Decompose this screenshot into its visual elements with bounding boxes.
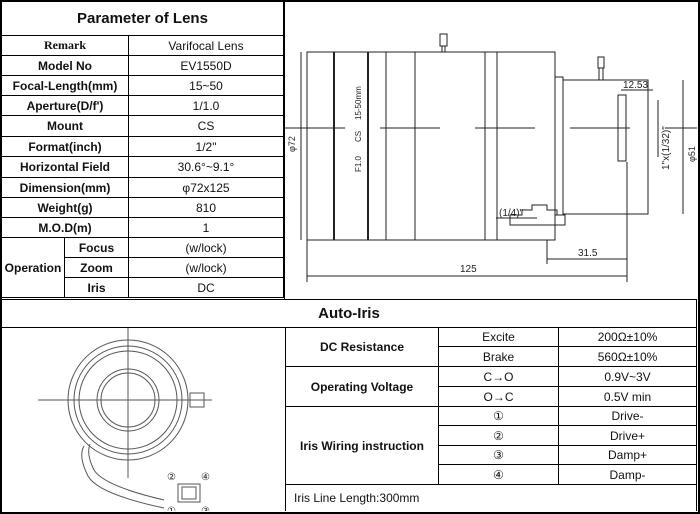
wiring-label: Iris Wiring instruction — [285, 407, 439, 485]
dim-125: 125 — [460, 264, 477, 275]
iris-knob — [189, 392, 205, 408]
row-value-model: EV1550D — [129, 56, 284, 76]
lens-mount — [562, 79, 649, 215]
pin-3-label: ③ — [201, 506, 210, 511]
dim-quarter-inch: (1/4)" — [499, 208, 524, 219]
wiring-pin-4-value: Damp- — [559, 465, 697, 485]
operation-focus-label: Focus — [65, 238, 129, 258]
dim-72: φ72 — [287, 136, 297, 152]
wiring-pin-3-value: Damp+ — [559, 446, 697, 465]
wiring-pin-3: ③ — [439, 446, 559, 465]
voltage-oc-value: 0.5V min — [559, 387, 697, 407]
row-value-dimension: φ72x125 — [129, 178, 284, 198]
operation-zoom-value: (w/lock) — [129, 258, 284, 278]
row-value-horizontal-field: 30.6°~9.1° — [129, 157, 284, 178]
wiring-pin-1-value: Drive- — [559, 407, 697, 426]
pin-4-label: ④ — [201, 472, 210, 483]
row-value-aperture: 1/1.0 — [129, 96, 284, 116]
row-label-remark: Remark — [2, 36, 129, 56]
row-label-format: Format(inch) — [2, 137, 129, 157]
voltage-oc-label: O→C — [439, 387, 559, 407]
divider — [284, 2, 285, 299]
row-label-focal-length: Focal-Length(mm) — [2, 76, 129, 96]
wiring-pin-2: ② — [439, 426, 559, 446]
dim-12-53: 12.53 — [623, 80, 648, 91]
barrel-text-f: F1.0 — [354, 155, 363, 172]
wiring-pin-2-value: Drive+ — [559, 426, 697, 446]
dim-thread: 1"x(1/32)" — [661, 126, 672, 170]
row-label-weight: Weight(g) — [2, 198, 129, 218]
row-value-format: 1/2" — [129, 137, 284, 157]
iris-cable — [81, 445, 165, 509]
voltage-co-label: C→O — [439, 367, 559, 387]
lens-table-title: Parameter of Lens — [2, 2, 284, 36]
wiring-pin-1: ① — [439, 407, 559, 426]
tripod-mount — [509, 204, 566, 226]
dim-31-5: 31.5 — [578, 248, 598, 259]
operation-iris-label: Iris — [65, 278, 129, 298]
row-value-remark: Varifocal Lens — [129, 36, 284, 56]
iris-line-length: Iris Line Length:300mm — [285, 485, 697, 511]
row-label-mount: Mount — [2, 116, 129, 137]
dc-resistance-label: DC Resistance — [285, 328, 439, 367]
iris-front-drawing: ② ④ ① ③ — [38, 328, 212, 511]
wiring-pin-4: ④ — [439, 465, 559, 485]
row-label-horizontal-field: Horizontal Field — [2, 157, 129, 178]
row-value-weight: 810 — [129, 198, 284, 218]
row-label-dimension: Dimension(mm) — [2, 178, 129, 198]
dc-excite-label: Excite — [439, 328, 559, 347]
operation-label: Operation — [2, 238, 65, 298]
row-value-mod: 1 — [129, 218, 284, 238]
row-value-mount: CS — [129, 116, 284, 137]
operation-iris-value: DC — [129, 278, 284, 298]
dc-brake-value: 560Ω±10% — [559, 347, 697, 367]
auto-iris-title: Auto-Iris — [2, 299, 697, 328]
lens-dimension-drawing: φ72 F1.0 CS 15-50mm φ51 12.53 1"x(1/32)"… — [285, 33, 697, 282]
row-value-focal-length: 15~50 — [129, 76, 284, 96]
operation-zoom-label: Zoom — [65, 258, 129, 278]
dim-51: φ51 — [687, 146, 697, 162]
row-label-mod: M.O.D(m) — [2, 218, 129, 238]
row-label-model: Model No — [2, 56, 129, 76]
zoom-screw — [439, 33, 448, 47]
pin-1-label: ① — [167, 506, 176, 511]
operation-focus-value: (w/lock) — [129, 238, 284, 258]
dc-excite-value: 200Ω±10% — [559, 328, 697, 347]
voltage-co-value: 0.9V~3V — [559, 367, 697, 387]
iris-connector — [177, 483, 201, 503]
row-label-aperture: Aperture(D/f') — [2, 96, 129, 116]
barrel-text-focal: 15-50mm — [354, 86, 363, 120]
barrel-text-cs: CS — [354, 131, 363, 142]
operating-voltage-label: Operating Voltage — [285, 367, 439, 407]
dc-brake-label: Brake — [439, 347, 559, 367]
pin-2-label: ② — [167, 472, 176, 483]
